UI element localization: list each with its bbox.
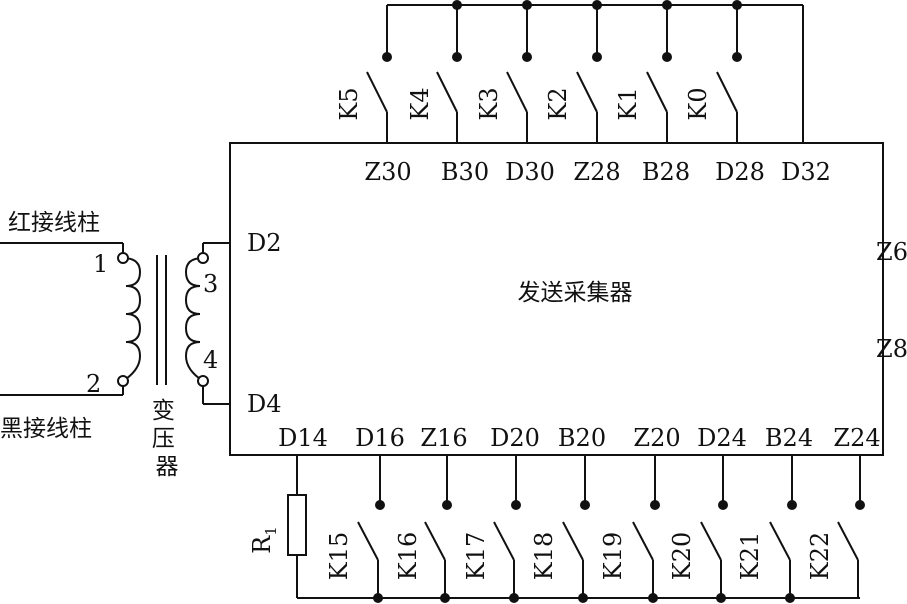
black-terminal-label: 黑接线柱 [0,416,92,442]
switch-label: K19 [599,532,627,580]
bottom-pin-labels: D14 D16 Z16 D20 B20 Z20 D24 B24 Z24 [278,424,881,452]
switch-blade [576,71,598,113]
top-pin-labels: Z30 B30 D30 Z28 B28 D28 D32 [364,158,831,186]
pin-label-z8: Z8 [876,335,907,363]
switch-label: K20 [668,532,696,580]
switch-label: K18 [530,532,558,580]
pin-label: B30 [441,158,489,186]
pin-label: D14 [278,424,328,452]
switch-contact-dot [592,52,602,62]
switch-contact-dot [855,500,865,510]
pin-label: D28 [715,158,765,186]
terminal-2-dot [117,375,129,387]
junction-dot [578,593,588,603]
pin-label-z6: Z6 [876,238,907,266]
pin-label: B20 [558,424,606,452]
terminal-2-label: 2 [86,370,101,398]
switch-label: K3 [475,87,503,120]
switch-contact-dot [511,500,521,510]
switch-contact-dot [522,52,532,62]
junction-dot [509,593,519,603]
switch-label: K17 [462,532,490,580]
resistor-r1: R1 [248,455,340,599]
switch-blade [632,521,654,561]
switch-blade [493,521,515,561]
switch-contact-dot [442,500,452,510]
switch-label: K4 [406,87,434,120]
switch-blade [837,521,859,561]
pin-label: D20 [490,424,540,452]
junction-dot [785,593,795,603]
bottom-switch-network [340,455,865,603]
junction-dot [716,593,726,603]
switch-label: K16 [394,532,422,580]
pin-label: B28 [642,158,690,186]
switch-blade [424,521,446,561]
terminal-3-dot [197,252,209,264]
junction-dot [440,593,450,603]
bottom-switch-labels: K15 K16 K17 K18 K19 K20 K21 K22 [325,532,834,580]
top-switch-labels: K5 K4 K3 K2 K1 K0 [335,87,712,120]
switch-contact-dot [787,500,797,510]
pin-label: Z16 [420,424,467,452]
pin-label: Z20 [633,424,680,452]
switch-blade [366,71,388,113]
switch-blade [562,521,584,561]
switch-label: K21 [736,532,764,580]
terminal-4-label: 4 [203,346,218,374]
collector-box [229,142,884,456]
switch-contact-dot [718,500,728,510]
red-terminal-label: 红接线柱 [8,210,100,236]
resistor-label: R1 [248,526,280,554]
switch-contact-dot [650,500,660,510]
pin-label: B24 [765,424,813,452]
pin-label: D16 [355,424,405,452]
switch-label: K15 [325,532,353,580]
pin-label: D30 [505,158,555,186]
switch-blade [716,71,738,113]
pin-label-d4: D4 [247,390,282,418]
pin-label: Z30 [364,158,411,186]
junction-dot [648,593,658,603]
top-switch-network [366,0,804,143]
pin-label: D24 [697,424,747,452]
switch-label: K22 [806,532,834,580]
switch-contact-dot [452,52,462,62]
pin-label-d2: D2 [247,229,282,257]
switch-blade [357,521,379,561]
switch-label: K2 [544,87,572,120]
switch-contact-dot [580,500,590,510]
switch-contact-dot [375,500,385,510]
terminal-1-label: 1 [93,250,108,278]
pin-label: Z24 [833,424,880,452]
terminal-1-dot [117,252,129,264]
collector-label: 发送采集器 [518,280,633,306]
switch-blade [769,521,791,561]
pin-label: D32 [781,158,831,186]
transformer-label: 变 压 器 [152,398,182,480]
switch-blade [436,71,458,113]
primary-coil [122,257,142,382]
secondary-coil [184,257,204,382]
switch-blade [700,521,722,561]
terminal-3-label: 3 [203,270,218,298]
switch-contact-dot [662,52,672,62]
switch-blade [646,71,668,113]
switch-blade [506,71,528,113]
switch-label: K5 [335,87,363,120]
switch-label: K1 [614,87,642,120]
junction-dot [373,593,383,603]
switch-contact-dot [382,52,392,62]
transformer: 1 2 3 4 变 压 器 [0,242,230,480]
switch-label: K0 [684,87,712,120]
pin-label: Z28 [573,158,620,186]
terminal-4-dot [197,375,209,387]
switch-contact-dot [732,52,742,62]
